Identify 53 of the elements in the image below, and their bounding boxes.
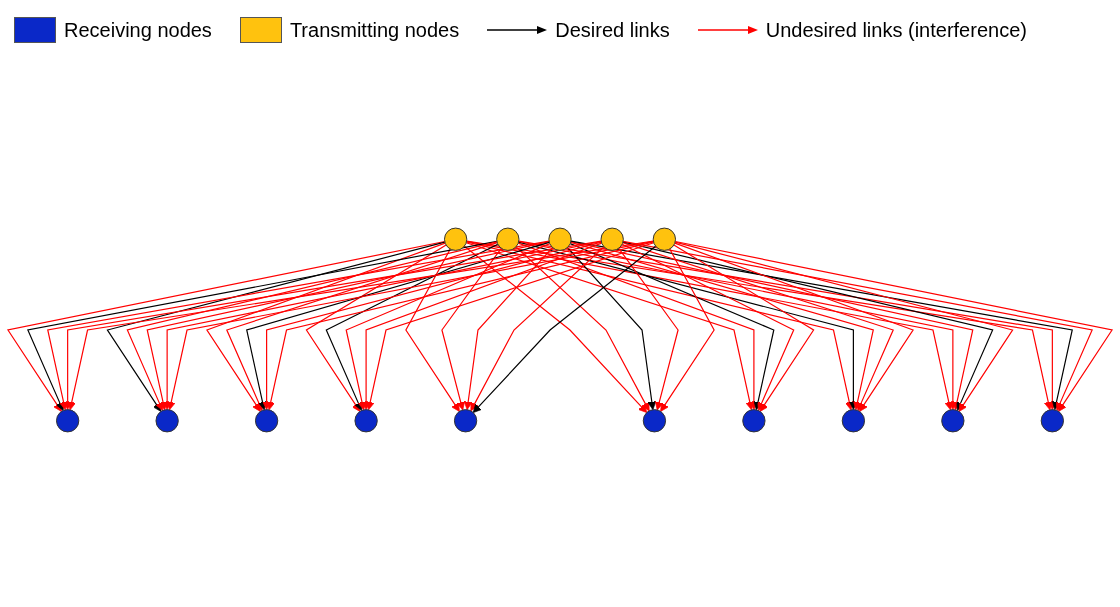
arrow: [515, 246, 650, 412]
node-circle: [941, 409, 965, 433]
arrow: [674, 241, 1014, 412]
arrow: [465, 241, 854, 411]
node-circle: [496, 227, 520, 251]
node-circle: [652, 227, 677, 251]
arrow: [361, 242, 603, 410]
legend-label: Undesired links (interference): [765, 18, 1027, 42]
node-circle: [841, 409, 866, 433]
arrow: [673, 244, 815, 412]
arrow: [660, 248, 715, 412]
arrow: [266, 241, 655, 411]
arrow: [463, 246, 554, 411]
node-circle: [443, 227, 468, 251]
arrow: [365, 242, 655, 411]
node-circle: [642, 409, 667, 433]
arrow: [569, 243, 775, 411]
node-circle: [56, 409, 80, 433]
arrow: [6, 240, 446, 412]
arrow: [206, 242, 446, 412]
node-circle: [155, 409, 179, 433]
arrow: [325, 243, 499, 411]
legend-label: Receiving nodes: [64, 18, 212, 42]
arrow: [345, 243, 551, 411]
arrow: [405, 248, 460, 412]
node-circle: [742, 409, 766, 433]
arrow: [146, 241, 550, 411]
arrow: [566, 246, 657, 411]
arrow: [465, 242, 755, 411]
legend-label: Transmitting nodes: [289, 18, 460, 42]
node-circle: [354, 409, 378, 433]
legend-label: Desired links: [555, 18, 670, 42]
arrow: [622, 241, 994, 411]
arrow: [622, 242, 894, 411]
node-circle: [600, 227, 624, 251]
arrow: [305, 244, 447, 412]
arrow: [226, 242, 498, 411]
arrow: [618, 247, 679, 411]
arrow: [470, 246, 605, 412]
node-circle: [254, 409, 279, 433]
node-circle: [453, 409, 478, 433]
arrow: [570, 241, 974, 411]
arrow: [246, 241, 550, 411]
arrow: [674, 240, 1114, 412]
node-circle: [548, 227, 572, 251]
node-circle: [1040, 409, 1064, 433]
arrow: [674, 242, 914, 412]
arrow: [106, 241, 446, 412]
arrow: [126, 241, 498, 411]
arrow: [621, 243, 795, 411]
arrow: [570, 241, 874, 411]
arrow: [441, 247, 502, 411]
arrow: [262, 241, 602, 410]
